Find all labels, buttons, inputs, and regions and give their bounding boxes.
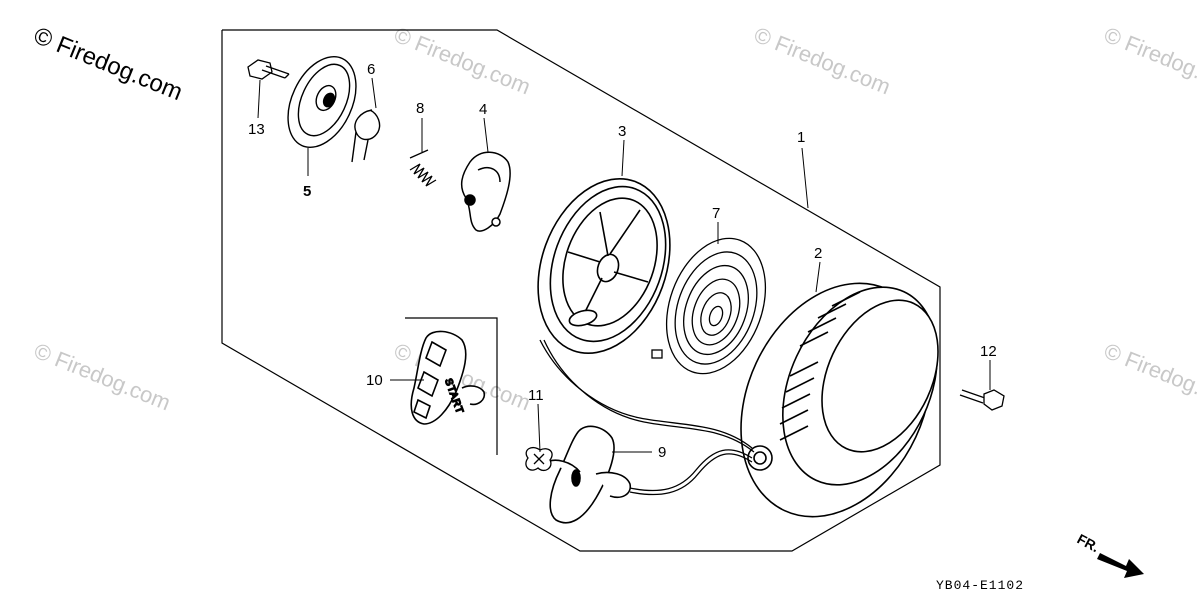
diagram-code: YB04-E1102 bbox=[936, 578, 1025, 593]
callout-5: 5 bbox=[303, 183, 311, 200]
spring-part-8 bbox=[409, 149, 437, 187]
callout-4: 4 bbox=[479, 101, 487, 118]
clip-part-6 bbox=[351, 109, 381, 163]
starter-rope bbox=[539, 339, 755, 496]
callout-8: 8 bbox=[416, 100, 424, 117]
callout-12: 12 bbox=[980, 343, 997, 360]
reel-pulley-part-3 bbox=[537, 178, 671, 354]
callout-10: 10 bbox=[366, 372, 383, 389]
callout-13: 13 bbox=[248, 121, 265, 138]
assembly-boundary bbox=[221, 29, 941, 552]
callout-3: 3 bbox=[618, 123, 626, 140]
callout-2: 2 bbox=[814, 245, 822, 262]
front-label: FR. bbox=[1075, 531, 1102, 556]
bolt-part-12 bbox=[959, 389, 1005, 411]
cover-plate-part-5 bbox=[287, 55, 357, 149]
front-direction-indicator: FR. bbox=[1075, 531, 1144, 578]
leader-lines bbox=[257, 77, 991, 453]
callout-11: 11 bbox=[528, 387, 544, 404]
callout-1: 1 bbox=[797, 129, 805, 146]
housing-part-2 bbox=[740, 282, 939, 518]
recoil-spring-part-7 bbox=[651, 237, 767, 375]
callout-6: 6 bbox=[367, 61, 375, 78]
front-arrow-icon bbox=[1097, 553, 1144, 578]
grip-handle-part-9 bbox=[543, 425, 632, 524]
bolt-part-13 bbox=[247, 59, 290, 80]
handle-subframe bbox=[405, 317, 498, 455]
callout-7: 7 bbox=[712, 205, 720, 222]
start-handle-part-10: START bbox=[410, 330, 486, 425]
callout-9: 9 bbox=[658, 444, 666, 461]
ratchet-part-4 bbox=[460, 151, 511, 232]
knot-part-11 bbox=[525, 446, 553, 472]
